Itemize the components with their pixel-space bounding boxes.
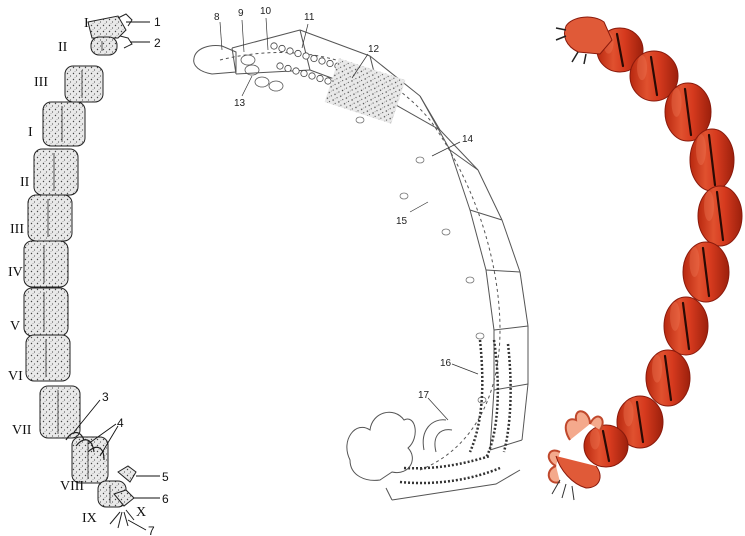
organ-oval [241, 55, 255, 65]
gland-bead [319, 58, 325, 64]
segment-label: I [84, 16, 89, 31]
gland-bead [285, 65, 291, 71]
body-segment [24, 288, 68, 336]
body-outline [470, 210, 486, 270]
segment-label: IX [82, 511, 97, 526]
gland-bead [317, 75, 323, 81]
segment-label: I [28, 125, 33, 140]
terminal-bristles [110, 510, 134, 528]
body-outline [300, 30, 370, 56]
red-highlight [624, 400, 634, 426]
gland-bead [301, 70, 307, 76]
gland-bead [277, 63, 283, 69]
larva-head [88, 16, 126, 38]
callout-number: 11 [304, 12, 315, 23]
gland-bead [295, 50, 301, 56]
segment-label: IV [8, 265, 23, 280]
gland-bead [309, 73, 315, 79]
callout-number: 3 [102, 390, 109, 404]
callout-number: 13 [234, 98, 246, 109]
red-highlight [696, 134, 706, 165]
callout-number: 8 [214, 12, 220, 23]
segment-label: X [136, 505, 146, 520]
body-outline [520, 272, 528, 326]
callout-number: 2 [154, 36, 161, 50]
segment-label: III [10, 222, 24, 237]
body-segment [34, 149, 78, 195]
body-outline [420, 96, 450, 150]
callout-number: 9 [238, 8, 244, 19]
segment-label: VIII [60, 479, 84, 494]
callout-number: 17 [418, 390, 430, 401]
segment-label: VII [12, 423, 32, 438]
red-highlight [704, 191, 714, 221]
posterior-hook [423, 420, 452, 452]
red-highlight [590, 429, 600, 450]
callout-number: 6 [162, 492, 169, 506]
left-larva-drawing [24, 14, 136, 528]
callout-number: 12 [368, 44, 380, 55]
body-segment [26, 335, 70, 381]
callout-number: 1 [154, 15, 161, 29]
cell-oval [400, 193, 408, 199]
body-outline [502, 220, 520, 272]
cell-oval [416, 157, 424, 163]
segment-boundary [486, 270, 520, 272]
red-highlight [672, 88, 682, 117]
segment-boundary [450, 150, 478, 170]
body-segment [65, 66, 103, 102]
callout-number: 10 [260, 6, 272, 17]
callout-number: 16 [440, 358, 452, 369]
body-outline [486, 270, 494, 330]
fat-body-stipple [325, 58, 406, 123]
gland-bead [327, 60, 333, 66]
cell-oval [466, 277, 474, 283]
segment-label: VI [8, 369, 23, 384]
callout-number: 7 [148, 524, 155, 536]
segment-label: III [34, 75, 48, 90]
organ-oval [255, 77, 269, 87]
segment-boundary [470, 210, 502, 220]
gland-bead [293, 68, 299, 74]
segment-boundary [494, 326, 528, 330]
cell-oval [442, 229, 450, 235]
gut-channel [220, 53, 500, 471]
anal-gills [347, 412, 415, 480]
red-highlight [652, 355, 662, 383]
body-segment [40, 386, 80, 438]
gland-bead [271, 43, 277, 49]
red-highlight [670, 302, 680, 331]
right-red-larva [549, 17, 742, 500]
red-highlight [690, 247, 700, 277]
gland-bead [303, 53, 309, 59]
body-segment [28, 195, 72, 241]
body-outline [522, 384, 528, 440]
red-highlight [637, 55, 647, 80]
gland-bead [325, 78, 331, 84]
callout-number: 14 [462, 134, 474, 145]
callout-number: 5 [162, 470, 169, 484]
callout-number: 15 [396, 216, 408, 227]
segment-label: II [58, 40, 68, 55]
cell-oval [476, 333, 484, 339]
cell-oval [356, 117, 364, 123]
segment-label: II [20, 175, 30, 190]
hindgut-loop [400, 456, 500, 483]
body-segment [91, 37, 117, 55]
body-segment [24, 241, 68, 287]
red-larva-head [565, 17, 613, 54]
segment-label: V [10, 319, 20, 334]
gland-bead [279, 45, 285, 51]
gland-bead [311, 55, 317, 61]
body-segment [43, 102, 85, 146]
middle-tail-segment [386, 470, 520, 500]
gland-bead [287, 48, 293, 54]
body-outline [478, 170, 502, 220]
callout-number: 4 [117, 416, 124, 430]
middle-head [194, 46, 236, 75]
body-outline [232, 30, 300, 48]
organ-oval [269, 81, 283, 91]
